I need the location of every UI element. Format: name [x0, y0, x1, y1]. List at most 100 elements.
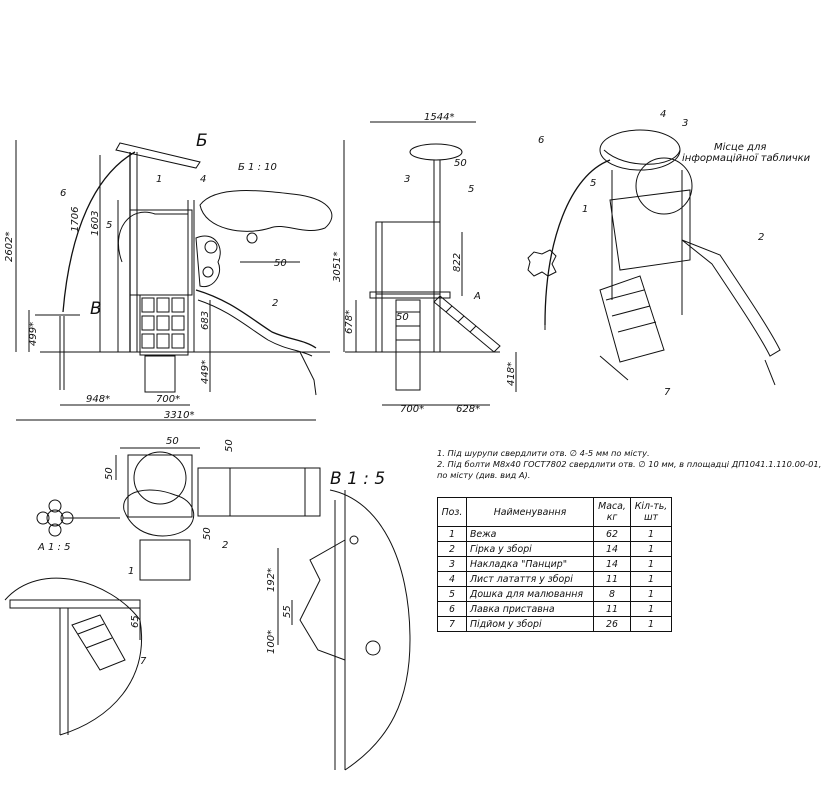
callout-2-plan: 2: [222, 540, 228, 551]
dim-55: 55: [282, 605, 293, 618]
cell-mass: 14: [593, 541, 631, 557]
cell-name: Гірка у зборі: [466, 541, 594, 557]
side-view: [343, 121, 517, 406]
front-view: [15, 140, 333, 421]
drawing-sheet: Б В А Б 1 : 10 В 1 : 5 А 1 : 5 Місце для…: [4, 109, 821, 771]
callout-5-iso: 5: [590, 178, 596, 189]
note-2: 2. Під болти М8х40 ГОСТ7802 свердлити от…: [437, 459, 821, 469]
spec-header-row: Поз. Найменування Маса, кг Кіл-ть, шт: [437, 497, 672, 527]
cell-mass: 11: [593, 571, 631, 587]
table-row: 3 Накладка "Панцир" 14 1: [437, 556, 672, 572]
callout-4-iso: 4: [660, 109, 666, 120]
detail-a: [4, 577, 142, 736]
scale-b-label: Б 1 : 10: [238, 162, 277, 173]
dim-822: 822: [452, 253, 463, 272]
dim-50-plan-b: 50: [224, 439, 235, 452]
technical-drawing: Б В А Б 1 : 10 В 1 : 5 А 1 : 5 Місце для…: [4, 109, 811, 771]
detail-v: [277, 489, 411, 771]
dim-50-plan-c: 50: [104, 467, 115, 480]
dim-418: 418*: [506, 362, 517, 386]
cell-qty: 1: [630, 616, 672, 632]
dim-1544: 1544*: [424, 112, 454, 123]
cell-name: Дошка для малювання: [466, 586, 594, 602]
dim-449: 449*: [200, 360, 211, 384]
dim-3310: 3310*: [164, 410, 194, 421]
cell-mass: 11: [593, 601, 631, 617]
isometric-view: [527, 129, 781, 386]
drawing-notes: 1. Під шурупи свердлити отв. ∅ 4-5 мм по…: [437, 448, 821, 481]
dim-192: 192*: [266, 568, 277, 592]
cell-pos: 5: [437, 586, 467, 602]
callout-2-iso: 2: [758, 232, 764, 243]
callout-7-iso: 7: [664, 387, 671, 398]
table-row: 5 Дошка для малювання 8 1: [437, 586, 672, 602]
cell-name: Лист латаття у зборі: [466, 571, 594, 587]
callout-3-iso: 3: [682, 118, 688, 129]
dim-50-side-top: 50: [454, 158, 467, 169]
dim-700-side: 700*: [400, 404, 424, 415]
cell-pos: 7: [437, 616, 467, 632]
callout-4: 4: [200, 174, 206, 185]
dim-1603: 1603: [90, 211, 101, 236]
view-letter-b: Б: [196, 131, 208, 151]
dim-50-front: 50: [274, 258, 287, 269]
scale-a-label: А 1 : 5: [37, 542, 70, 553]
cell-mass: 26: [593, 616, 631, 632]
table-row: 1 Вежа 62 1: [437, 526, 672, 542]
dim-100: 100*: [266, 630, 277, 654]
callout-6-iso: 6: [538, 135, 544, 146]
callout-6: 6: [60, 188, 66, 199]
cell-qty: 1: [630, 541, 672, 557]
note-1: 1. Під шурупи свердлити отв. ∅ 4-5 мм по…: [437, 448, 650, 458]
header-mass: Маса, кг: [593, 497, 631, 527]
dim-628: 628*: [456, 404, 480, 415]
dim-65: 65: [130, 615, 141, 628]
dim-2602: 2602*: [4, 232, 15, 262]
cell-qty: 1: [630, 556, 672, 572]
callout-3-side: 3: [404, 174, 410, 185]
dim-683: 683: [200, 311, 211, 330]
cell-name: Лавка приставна: [466, 601, 594, 617]
header-pos: Поз.: [437, 497, 467, 527]
cell-qty: 1: [630, 526, 672, 542]
plan-view: [36, 447, 321, 581]
cell-qty: 1: [630, 571, 672, 587]
info-plate-label: Місце для: [714, 141, 766, 153]
header-name: Найменування: [466, 497, 594, 527]
cell-pos: 1: [437, 526, 467, 542]
cell-name: Вежа: [466, 526, 594, 542]
table-row: 6 Лавка приставна 11 1: [437, 601, 672, 617]
cell-qty: 1: [630, 586, 672, 602]
cell-pos: 3: [437, 556, 467, 572]
cell-pos: 4: [437, 571, 467, 587]
scale-v-label: В 1 : 5: [330, 469, 385, 489]
table-row: 4 Лист латаття у зборі 11 1: [437, 571, 672, 587]
cell-pos: 2: [437, 541, 467, 557]
table-row: 2 Гірка у зборі 14 1: [437, 541, 672, 557]
callout-5-side: 5: [468, 184, 474, 195]
cell-qty: 1: [630, 601, 672, 617]
callout-2: 2: [272, 298, 278, 309]
specification-table: Поз. Найменування Маса, кг Кіл-ть, шт 1 …: [437, 497, 672, 632]
dim-50-plan-a: 50: [166, 436, 179, 447]
cell-pos: 6: [437, 601, 467, 617]
dim-3051: 3051*: [332, 252, 343, 282]
view-letter-v: В: [90, 299, 102, 319]
header-qty: Кіл-ть, шт: [630, 497, 672, 527]
cell-name: Накладка "Панцир": [466, 556, 594, 572]
cell-mass: 14: [593, 556, 631, 572]
dim-50-plan-d: 50: [202, 527, 213, 540]
dim-700-front: 700*: [156, 394, 180, 405]
callout-5: 5: [106, 220, 112, 231]
dim-499: 499*: [28, 322, 39, 346]
callout-1-detail: 1: [128, 566, 134, 577]
cell-mass: 62: [593, 526, 631, 542]
table-row: 7 Підйом у зборі 26 1: [437, 616, 672, 632]
callout-7-detail: 7: [140, 656, 147, 667]
dim-948: 948*: [86, 394, 110, 405]
note-3: по місту (див. вид А).: [437, 470, 531, 480]
callout-1-iso: 1: [582, 204, 588, 215]
dim-678: 678*: [344, 310, 355, 334]
info-plate-label-2: інформаційної таблички: [682, 152, 811, 164]
callout-1: 1: [156, 174, 162, 185]
